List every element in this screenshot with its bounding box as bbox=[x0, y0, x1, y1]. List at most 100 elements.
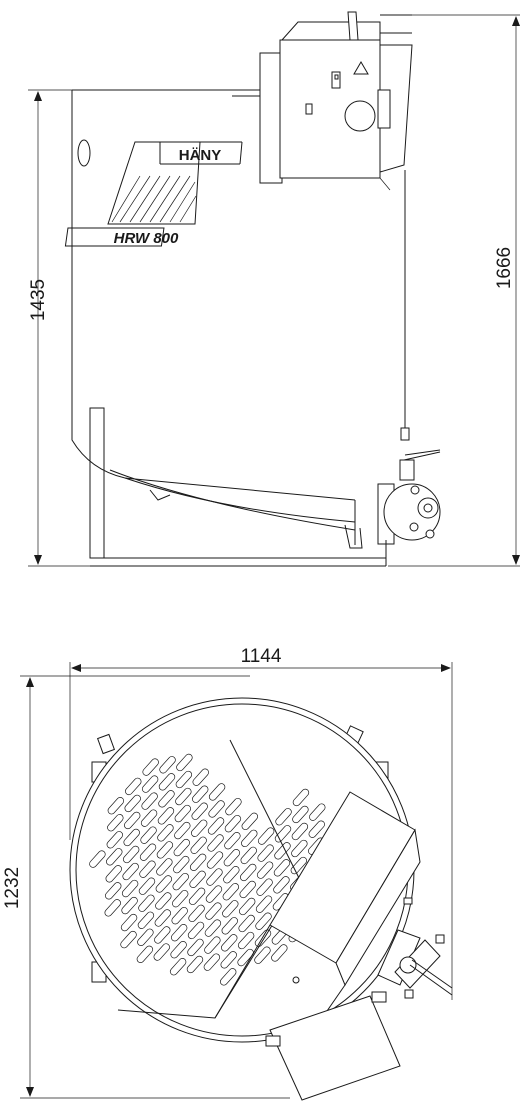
filter-slot bbox=[125, 777, 142, 796]
bottom-motor bbox=[265, 991, 401, 1101]
filter-slot bbox=[273, 859, 291, 877]
filter-slot bbox=[254, 946, 271, 964]
filter-slot bbox=[121, 896, 138, 915]
filter-slot bbox=[255, 895, 273, 913]
drain-valve-top bbox=[377, 897, 453, 999]
filter-slot bbox=[220, 951, 237, 969]
filter-slot bbox=[292, 805, 309, 824]
filter-slot bbox=[190, 836, 207, 854]
filter-slot bbox=[205, 902, 222, 920]
filter-slot bbox=[139, 843, 157, 861]
dimension-label-1435: 1435 bbox=[28, 279, 49, 321]
model-name: HRW 800 bbox=[114, 230, 179, 247]
filter-slot bbox=[159, 756, 176, 774]
tank-body bbox=[71, 89, 363, 549]
filter-slot bbox=[255, 912, 272, 930]
brand-name: HÄNY bbox=[179, 147, 222, 164]
filter-slot bbox=[189, 853, 207, 871]
filter-slot bbox=[120, 930, 137, 949]
filter-slot bbox=[292, 788, 310, 807]
filter-slot bbox=[104, 899, 121, 917]
filter-slot bbox=[223, 849, 241, 867]
filter-slot bbox=[157, 807, 175, 825]
filter-slot bbox=[137, 928, 154, 946]
filter-slot bbox=[204, 919, 222, 937]
filter-slot bbox=[120, 913, 138, 932]
dimension-height-left: 1435 bbox=[28, 89, 90, 567]
filter-slot bbox=[175, 787, 192, 806]
filter-slot bbox=[290, 856, 308, 875]
filter-slot bbox=[153, 943, 170, 961]
filter-slot bbox=[188, 904, 205, 923]
drain-valve bbox=[377, 449, 441, 545]
dimension-height-right: 1666 bbox=[380, 14, 520, 567]
filter-slot bbox=[254, 929, 272, 947]
filter-slot bbox=[222, 900, 239, 918]
filter-slot bbox=[222, 883, 240, 901]
dimension-label-1144: 1144 bbox=[241, 646, 282, 667]
filter-slot bbox=[190, 819, 208, 837]
filter-slot bbox=[124, 794, 141, 813]
filter-slot bbox=[158, 790, 175, 808]
filter-slot bbox=[141, 792, 158, 810]
filter-slot bbox=[138, 894, 155, 912]
filter-slot bbox=[138, 877, 156, 895]
filter-slot bbox=[275, 808, 292, 826]
filter-slot bbox=[221, 934, 238, 952]
filter-slot bbox=[139, 860, 156, 878]
filter-slot bbox=[189, 870, 206, 889]
filter-slot bbox=[121, 879, 139, 898]
filter-slot bbox=[238, 914, 255, 933]
filter-slot bbox=[224, 831, 241, 850]
filter-slot bbox=[187, 938, 204, 957]
filter-slot bbox=[171, 906, 188, 925]
filter-slot bbox=[208, 800, 225, 818]
filter-slot bbox=[140, 809, 158, 827]
filter-slot bbox=[89, 850, 106, 868]
filter-slot bbox=[106, 848, 123, 866]
filter-slot bbox=[142, 758, 159, 776]
filter-slot bbox=[136, 945, 154, 963]
filter-slot bbox=[172, 889, 189, 908]
control-dial bbox=[344, 100, 376, 132]
filter-slot bbox=[154, 909, 172, 927]
filter-slot bbox=[107, 797, 125, 815]
filter-slot bbox=[158, 773, 176, 791]
filter-slot bbox=[157, 824, 174, 842]
dimension-label-1666: 1666 bbox=[494, 247, 515, 289]
filter-slot bbox=[291, 839, 308, 858]
filter-slot bbox=[106, 831, 124, 849]
filter-slot bbox=[105, 865, 122, 883]
filter-slot bbox=[124, 811, 141, 830]
filter-slot bbox=[257, 827, 275, 845]
filter-slot bbox=[238, 897, 256, 916]
filter-slot bbox=[156, 858, 173, 876]
filter-slot bbox=[241, 829, 258, 848]
dimension-width: 1144 bbox=[69, 646, 453, 1000]
filter-slot bbox=[291, 822, 309, 841]
filter-slot bbox=[237, 948, 254, 967]
filter-slot bbox=[155, 875, 173, 893]
filter-slot bbox=[223, 866, 240, 884]
filter-slot bbox=[274, 825, 292, 843]
filter-slot bbox=[274, 842, 291, 860]
warning-triangle-icon bbox=[353, 61, 369, 75]
filter-slot bbox=[241, 812, 258, 831]
filter-slot bbox=[256, 861, 274, 879]
filter-slot bbox=[240, 863, 257, 882]
filter-slot bbox=[105, 882, 122, 900]
filter-slot bbox=[256, 878, 273, 896]
filter-slot bbox=[204, 936, 221, 954]
filter-slot bbox=[155, 892, 172, 910]
filter-slot bbox=[174, 821, 191, 840]
filter-slot bbox=[208, 783, 226, 801]
filter-slot bbox=[203, 953, 221, 971]
filter-slot bbox=[172, 872, 189, 891]
filter-slot bbox=[123, 828, 140, 847]
filter-slot bbox=[206, 868, 223, 886]
filter-slot bbox=[308, 820, 325, 838]
filter-slot bbox=[309, 803, 326, 821]
filter-slot bbox=[170, 941, 187, 959]
filter-slot bbox=[188, 887, 206, 906]
